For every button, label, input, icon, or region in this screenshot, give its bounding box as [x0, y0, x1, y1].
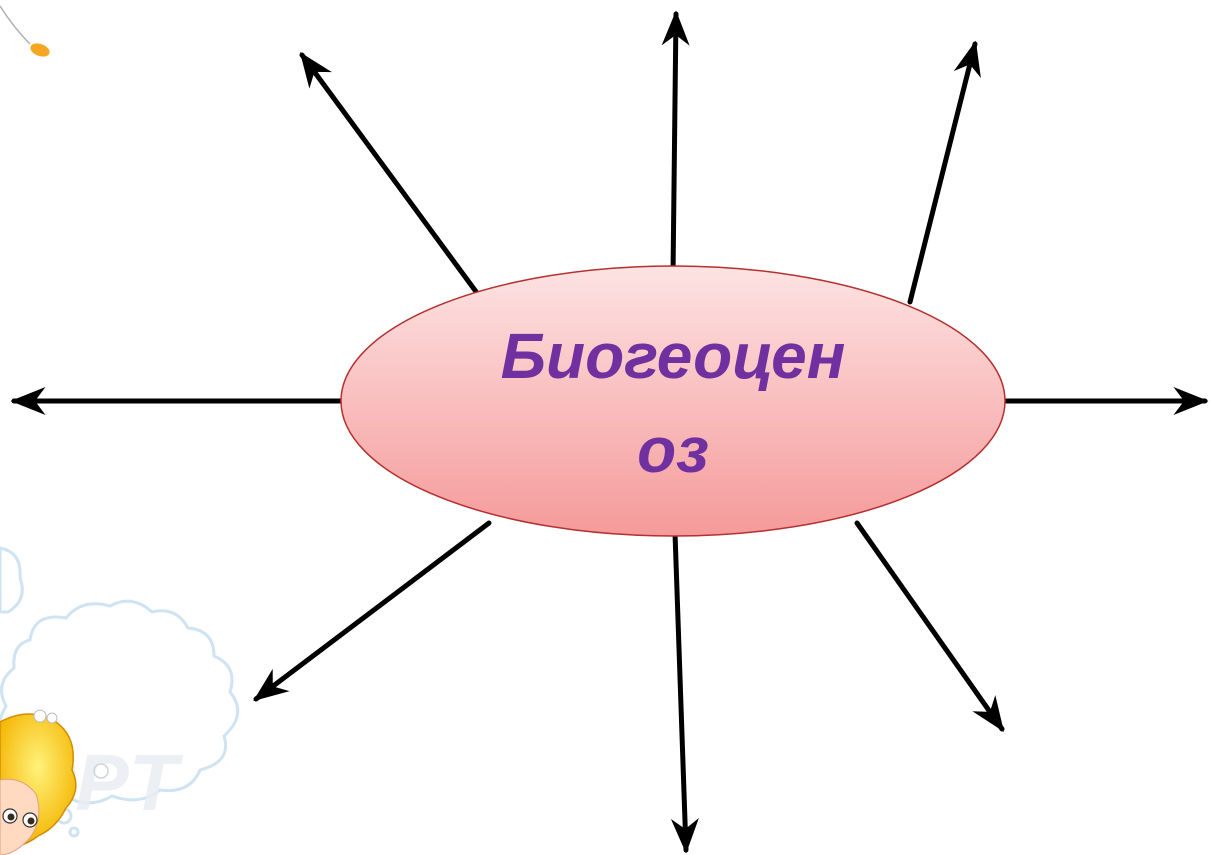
center-node: Биогеоцен оз	[340, 265, 1006, 537]
center-label-line1: Биогеоцен	[501, 320, 846, 392]
thought-bubble-tiny	[68, 826, 80, 838]
arrow-down-left	[253, 520, 492, 702]
cartoon-child-illustration	[0, 709, 77, 855]
center-label-line2: оз	[637, 414, 709, 486]
arrows-group	[10, 10, 1209, 854]
hanging-leaf-decoration	[0, 5, 50, 57]
center-ellipse	[340, 265, 1006, 537]
child-face	[0, 778, 40, 855]
arrow-up-right	[907, 40, 981, 305]
arrow-down-right	[854, 520, 1005, 732]
arrow-down	[670, 530, 699, 854]
arrow-up	[661, 10, 690, 278]
child-hair-flower	[33, 709, 47, 723]
small-cloud	[0, 546, 24, 614]
arrow-up-left	[299, 52, 480, 296]
